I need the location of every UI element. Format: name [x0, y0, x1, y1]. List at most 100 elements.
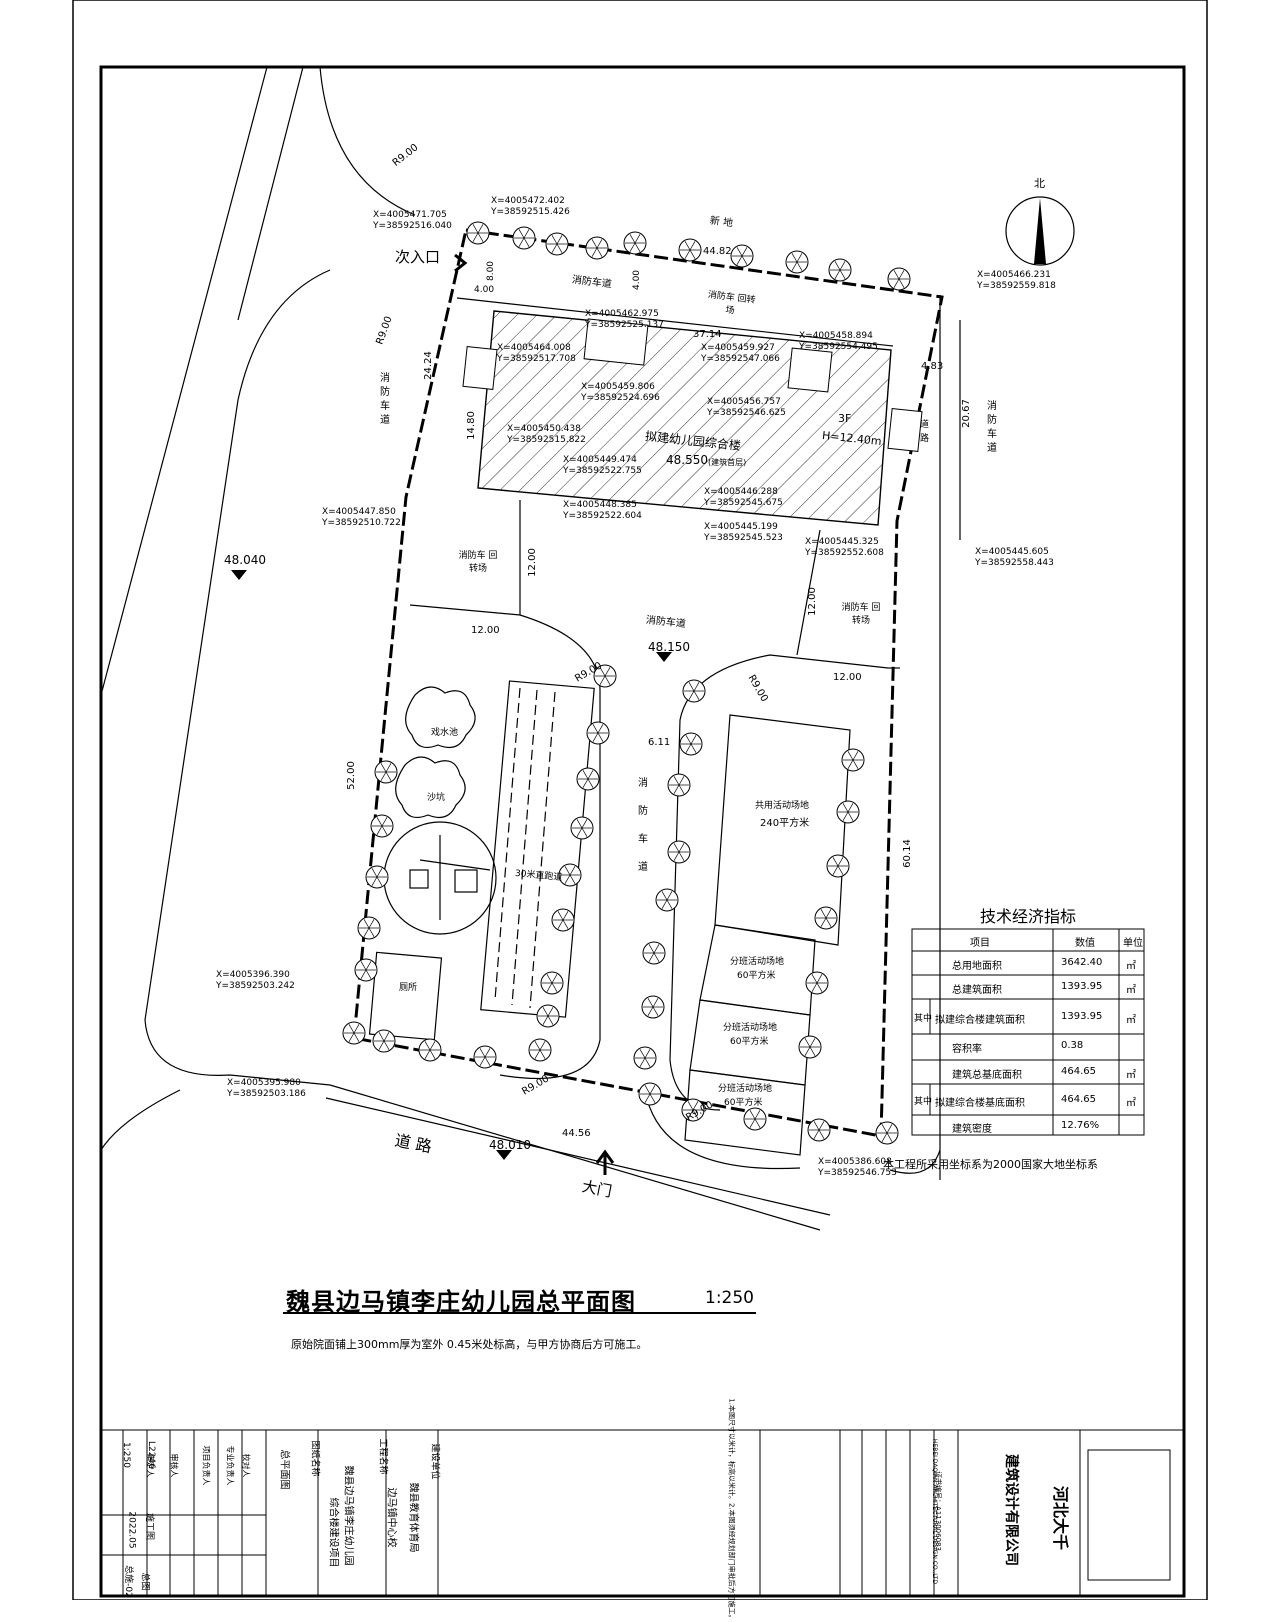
building-floors-label: 3F	[838, 412, 852, 425]
tree-branch	[378, 1040, 385, 1050]
coordinate-y: Y=38592558.443	[975, 558, 1054, 568]
tree-branch	[881, 1124, 888, 1134]
title-block	[101, 1429, 1184, 1596]
indicator-value: 3642.40	[1061, 957, 1103, 968]
runway-30m	[480, 680, 595, 1018]
play-facilities	[368, 680, 595, 1041]
tree-branch	[881, 1132, 888, 1142]
building-level-note: (建筑首层)	[708, 458, 747, 467]
water-play-label: 戏水池	[431, 728, 459, 738]
tree-branch	[837, 865, 844, 875]
tree-branch	[816, 974, 823, 984]
runway-label: 30米直跑道	[514, 868, 563, 884]
tree-branch	[652, 1006, 659, 1016]
tree-branch	[368, 919, 375, 929]
fire-turn-right-label: 消防车 回转场	[841, 603, 881, 626]
tree-branch	[661, 899, 668, 909]
tree-branch	[597, 732, 604, 742]
tree-branch	[832, 865, 839, 875]
tree-branch	[380, 771, 387, 781]
tree-branch	[551, 243, 558, 253]
tree-branch	[371, 868, 378, 878]
tree-branch	[429, 1049, 436, 1059]
tree-branch	[518, 229, 525, 239]
coordinate-x: X=4005456.757	[707, 397, 781, 407]
tree-branch	[365, 961, 372, 971]
tree-branch	[754, 1110, 761, 1120]
indicator-unit: ㎡	[1126, 961, 1136, 972]
tree-branch	[348, 1032, 355, 1042]
tree-branch	[692, 1109, 699, 1119]
class-area-1-size: 60平方米	[737, 971, 776, 981]
indicator-name: 建筑密度	[952, 1124, 992, 1135]
indicator-value: 12.76%	[1061, 1120, 1100, 1131]
toilet-building	[368, 951, 443, 1041]
tree-branch	[557, 911, 564, 921]
project-name-2: 综合楼建设项目	[327, 1497, 339, 1568]
tree-branch	[581, 819, 588, 829]
tree-branch	[693, 690, 700, 700]
tree-branch	[816, 982, 823, 992]
coordinate-y: Y=38592545.523	[704, 533, 783, 543]
coordinate-x: X=4005386.608	[818, 1157, 892, 1167]
coordinate-y: Y=38592522.604	[563, 511, 642, 521]
tree-branch	[376, 817, 383, 827]
fire-lane-left-side-label: 消 防 车 道	[380, 373, 390, 426]
indicator-unit: ㎡	[1126, 985, 1136, 996]
dim-12-h1: 12.00	[471, 625, 500, 636]
building-level-label: 48.550	[666, 453, 708, 467]
tree-branch	[383, 1040, 390, 1050]
outer-sheet-border	[72, 0, 1208, 1600]
indicator-group: 其中	[914, 1014, 933, 1024]
building-height-label: H=12.40m	[821, 428, 883, 449]
tree-branch	[547, 1007, 554, 1017]
client-label: 建设单位	[429, 1443, 440, 1480]
coordinate-y: Y=38592515.426	[491, 207, 570, 217]
coordinate-y: Y=38592503.242	[216, 981, 295, 991]
indicator-name: 容积率	[952, 1044, 982, 1055]
tree-branch	[690, 743, 697, 753]
coordinate-y: Y=38592559.818	[977, 281, 1056, 291]
fire-turn-top-label: 消防车 回转场	[707, 290, 756, 317]
tree-branch	[363, 919, 370, 929]
coordinate-x: X=4005447.850	[322, 507, 396, 517]
tree-branch	[673, 776, 680, 786]
tree-branch	[360, 969, 367, 979]
tree-branch	[376, 876, 383, 886]
client-name: 魏县教育体育局	[407, 1482, 419, 1553]
fire-turn-left-label: 消防车 回转场	[458, 551, 498, 574]
tree-branch	[353, 1024, 360, 1034]
company-name-2: 建筑设计有限公司	[1003, 1454, 1019, 1566]
role-label: 校对人	[241, 1453, 251, 1478]
tree-branch	[596, 247, 603, 257]
dim-4a: 4.00	[474, 285, 495, 295]
tree-branch	[893, 278, 900, 288]
tree-branch	[898, 278, 905, 288]
tree-branch	[666, 891, 673, 901]
tree-branch	[673, 784, 680, 794]
shared-area-label: 共用活动场地	[755, 801, 810, 811]
coordinate-x: X=4005466.231	[977, 270, 1051, 280]
tree-branch	[886, 1132, 893, 1142]
tree-branch	[644, 1057, 651, 1067]
tree-branch	[687, 1109, 694, 1119]
tree-branch	[383, 1032, 390, 1042]
tree-branch	[542, 1015, 549, 1025]
tree-branch	[666, 899, 673, 909]
fire-lane-top-label: 消防车道	[571, 274, 613, 291]
tree-branch	[546, 982, 553, 992]
class-area-3-label: 分班活动场地	[718, 1084, 773, 1094]
tree-branch	[678, 843, 685, 853]
tree-branch	[597, 724, 604, 734]
tree-branch	[629, 234, 636, 244]
tree-branch	[596, 239, 603, 249]
indicators-heading: 技术经济指标	[980, 907, 1077, 926]
dim-8: 8.00	[486, 260, 497, 282]
